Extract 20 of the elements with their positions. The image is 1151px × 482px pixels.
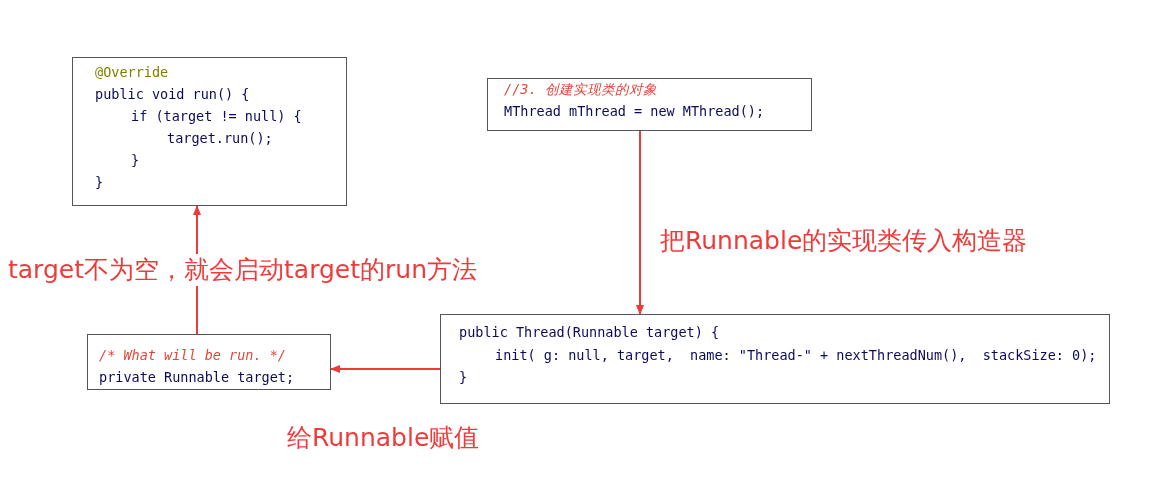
code-line: }	[459, 368, 468, 386]
code-annotation: @Override	[95, 63, 169, 81]
code-box	[440, 314, 1110, 404]
code-box	[87, 334, 331, 390]
code-box	[72, 57, 347, 206]
code-line: target.run();	[167, 129, 273, 147]
code-line: public void run() {	[95, 85, 250, 103]
code-box	[487, 78, 812, 131]
code-line: init( g: null, target, name: "Thread-" + nextThreadNum(), stackSize: 0);	[495, 346, 1097, 364]
edge-label: target不为空，就会启动target的run方法	[8, 254, 477, 286]
code-comment: //3. 创建实现类的对象	[504, 80, 657, 98]
code-line: if (target != null) {	[131, 107, 302, 125]
code-line: }	[95, 173, 104, 191]
arrow	[636, 130, 644, 315]
code-line: MThread mThread = new MThread();	[504, 102, 765, 120]
code-line: public Thread(Runnable target) {	[459, 323, 720, 341]
code-line: private Runnable target;	[99, 368, 295, 386]
arrow	[330, 365, 441, 373]
code-comment: /* What will be run. */	[99, 346, 286, 364]
code-line: }	[131, 151, 140, 169]
